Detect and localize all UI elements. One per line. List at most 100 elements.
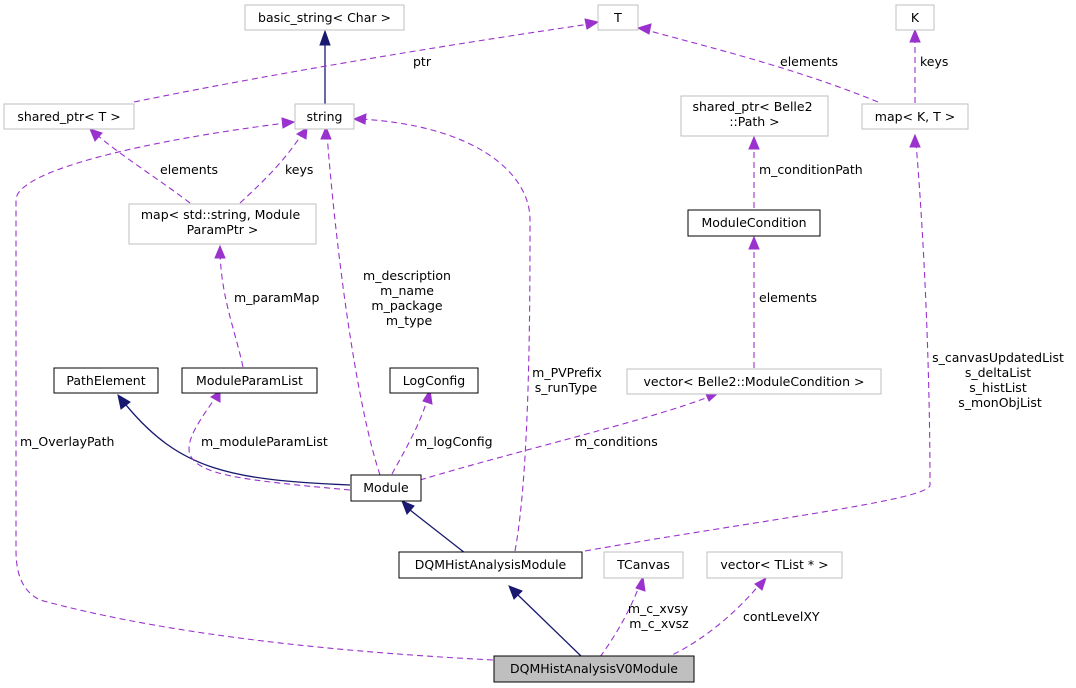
node-module-condition-label: ModuleCondition: [701, 215, 806, 230]
label-s-lists: s_canvasUpdatedList s_deltaList s_histLi…: [932, 350, 1068, 410]
arrowhead-tcanvas: [635, 575, 646, 592]
node-log-config[interactable]: LogConfig: [389, 367, 479, 394]
edge-ptr: [133, 23, 591, 103]
node-shared-ptr-path-box: [680, 95, 829, 137]
node-dqm-hist-analysis-v0-module-label: DQMHistAnalysisV0Module: [510, 661, 678, 676]
node-path-element[interactable]: PathElement: [53, 367, 159, 394]
node-map-param-line-1: map< std::string, Module: [141, 207, 301, 222]
edge-log-config: [391, 396, 429, 475]
label-description: m_description m_name m_package m_type: [363, 268, 455, 328]
node-module[interactable]: Module: [350, 474, 422, 502]
node-map-param-box: [128, 203, 317, 245]
label-s-lists-line-3: s_histList: [969, 380, 1027, 395]
node-dqm-hist-analysis-v0-module-box: [493, 655, 695, 683]
label-ptr: ptr: [413, 54, 432, 69]
node-K-box: [895, 4, 935, 31]
node-string[interactable]: string: [294, 103, 355, 130]
label-s-lists-line-2: s_deltaList: [965, 365, 1031, 380]
edge-conditions: [419, 395, 712, 481]
node-map-KT-label: map< K, T >: [875, 109, 955, 124]
node-vector-tlist[interactable]: vector< TList * >: [706, 551, 843, 579]
node-T-box: [597, 4, 639, 31]
arrowhead-elements-T: [636, 23, 652, 35]
label-log-config: m_logConfig: [415, 434, 493, 449]
node-module-param-list[interactable]: ModuleParamList: [181, 367, 318, 394]
label-keys-string: keys: [285, 162, 313, 177]
label-description-line-1: m_description: [363, 268, 451, 283]
label-tcanvas: m_c_xvsy m_c_xvsz: [628, 601, 692, 631]
arrowhead-module: [401, 500, 415, 515]
node-tcanvas[interactable]: TCanvas: [603, 551, 684, 579]
node-shared-ptr-path-line-1: shared_ptr< Belle2: [692, 99, 812, 114]
node-module-box: [350, 474, 422, 502]
arrowhead-elements-condition: [748, 235, 760, 250]
node-vector-condition[interactable]: vector< Belle2::ModuleCondition >: [626, 368, 882, 395]
node-module-label: Module: [363, 480, 409, 495]
label-conditions: m_conditions: [575, 434, 658, 449]
node-module-param-list-box: [181, 367, 318, 394]
node-shared-ptr-path-line-2: ::Path >: [729, 114, 779, 129]
node-shared-ptr-T[interactable]: shared_ptr< T >: [3, 103, 135, 130]
arrowhead-module-param-list: [210, 390, 221, 403]
label-elements-condition: elements: [759, 290, 817, 305]
node-path-element-box: [53, 367, 159, 394]
label-s-lists-line-1: s_canvasUpdatedList: [932, 350, 1064, 365]
label-s-lists-line-4: s_monObjList: [958, 395, 1042, 410]
node-module-param-list-label: ModuleParamList: [196, 373, 303, 388]
node-basic-string[interactable]: basic_string< Char >: [244, 4, 405, 31]
node-tcanvas-box: [603, 551, 684, 579]
node-basic-string-box: [244, 4, 405, 31]
arrowhead-basic-string: [319, 29, 331, 46]
node-module-condition-box: [687, 209, 821, 237]
node-dqm-hist-analysis-v0-module[interactable]: DQMHistAnalysisV0Module: [493, 655, 695, 683]
label-description-line-4: m_type: [386, 313, 433, 328]
node-T[interactable]: T: [597, 4, 639, 31]
edge-tcanvas: [599, 583, 641, 658]
node-vector-tlist-box: [706, 551, 843, 579]
arrowheads: [89, 18, 921, 600]
node-path-element-label: PathElement: [66, 373, 145, 388]
node-shared-ptr-path-label: shared_ptr< Belle2 ::Path >: [692, 99, 816, 129]
label-condition-path: m_conditionPath: [759, 162, 863, 177]
node-dqm-hist-analysis-module[interactable]: DQMHistAnalysisModule: [398, 551, 583, 579]
node-module-condition[interactable]: ModuleCondition: [687, 209, 821, 237]
arrowhead-dqmhist: [508, 585, 523, 600]
edge-v0-inherits-dqmhist: [517, 594, 583, 658]
edge-keys-to-string: [239, 133, 303, 204]
node-vector-tlist-label: vector< TList * >: [720, 557, 828, 572]
label-pvprefix-line-2: s_runType: [535, 380, 598, 395]
node-map-param[interactable]: map< std::string, Module ParamPtr >: [128, 203, 317, 245]
label-tcanvas-line-1: m_c_xvsy: [628, 601, 689, 616]
node-map-KT[interactable]: map< K, T >: [861, 103, 969, 130]
node-string-box: [294, 103, 355, 130]
node-log-config-label: LogConfig: [403, 373, 465, 388]
arrowhead-elements-shared-ptr: [89, 128, 103, 142]
label-keys-K: keys: [920, 54, 948, 69]
node-K-label: K: [911, 10, 920, 25]
label-overlay-path: m_OverlayPath: [20, 434, 114, 449]
node-basic-string-label: basic_string< Char >: [258, 10, 391, 25]
label-pvprefix: m_PVPrefix s_runType: [532, 365, 606, 395]
edges: [15, 23, 931, 663]
edge-elements-to-T: [645, 29, 879, 103]
node-shared-ptr-T-box: [3, 103, 135, 130]
node-map-param-line-2: ParamPtr >: [187, 222, 259, 237]
label-description-line-2: m_name: [380, 283, 434, 298]
edge-labels: ptr elements keys elements keys m_condit…: [20, 54, 1068, 631]
arrowhead-keys-K: [909, 28, 921, 43]
arrowhead-pathelement: [117, 393, 131, 410]
arrowhead-description: [320, 125, 332, 140]
edge-elements-map-to-shared-ptr: [95, 133, 191, 204]
arrowhead-condition-path: [748, 135, 760, 150]
edge-description: [326, 133, 381, 476]
edge-dqmhist-inherits-module: [409, 509, 466, 554]
node-vector-condition-label: vector< Belle2::ModuleCondition >: [644, 374, 865, 389]
node-shared-ptr-path[interactable]: shared_ptr< Belle2 ::Path >: [680, 95, 829, 137]
node-K[interactable]: K: [895, 4, 935, 31]
node-T-label: T: [613, 10, 622, 25]
label-elements-map: elements: [160, 162, 218, 177]
label-elements-T: elements: [780, 54, 838, 69]
edge-module-inherits-pathelement: [125, 404, 351, 486]
arrowhead-param-map: [214, 244, 226, 259]
